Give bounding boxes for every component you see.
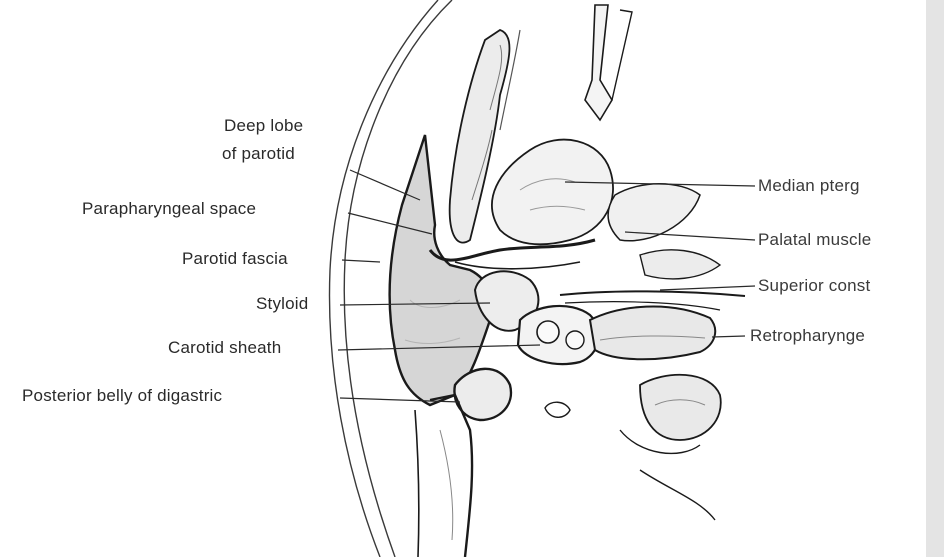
label-styloid: Styloid — [256, 294, 308, 314]
upper-vertical-structure — [585, 5, 612, 120]
label-retropharyngeal: Retropharynge — [750, 326, 865, 346]
vertebra — [640, 375, 721, 440]
label-parotid-fascia: Parotid fascia — [182, 249, 288, 269]
label-posterior-belly: Posterior belly of digastric — [22, 386, 222, 406]
label-parapharyngeal-space: Parapharyngeal space — [82, 199, 256, 219]
label-median-pterygoid: Median pterg — [758, 176, 860, 196]
page-edge-shadow — [926, 0, 944, 557]
retropharyngeal-structure — [590, 306, 715, 359]
label-deep-lobe-line2: of parotid — [222, 144, 295, 164]
jugular-vein — [566, 331, 584, 349]
label-superior-constrictor: Superior const — [758, 276, 870, 296]
label-deep-lobe-line1: Deep lobe — [224, 116, 303, 136]
label-palatal-muscle: Palatal muscle — [758, 230, 871, 250]
median-pterygoid-mass — [492, 140, 613, 245]
parapharyngeal-band — [430, 240, 595, 260]
label-carotid-sheath: Carotid sheath — [168, 338, 281, 358]
carotid-artery — [537, 321, 559, 343]
palatal-region — [608, 184, 700, 241]
